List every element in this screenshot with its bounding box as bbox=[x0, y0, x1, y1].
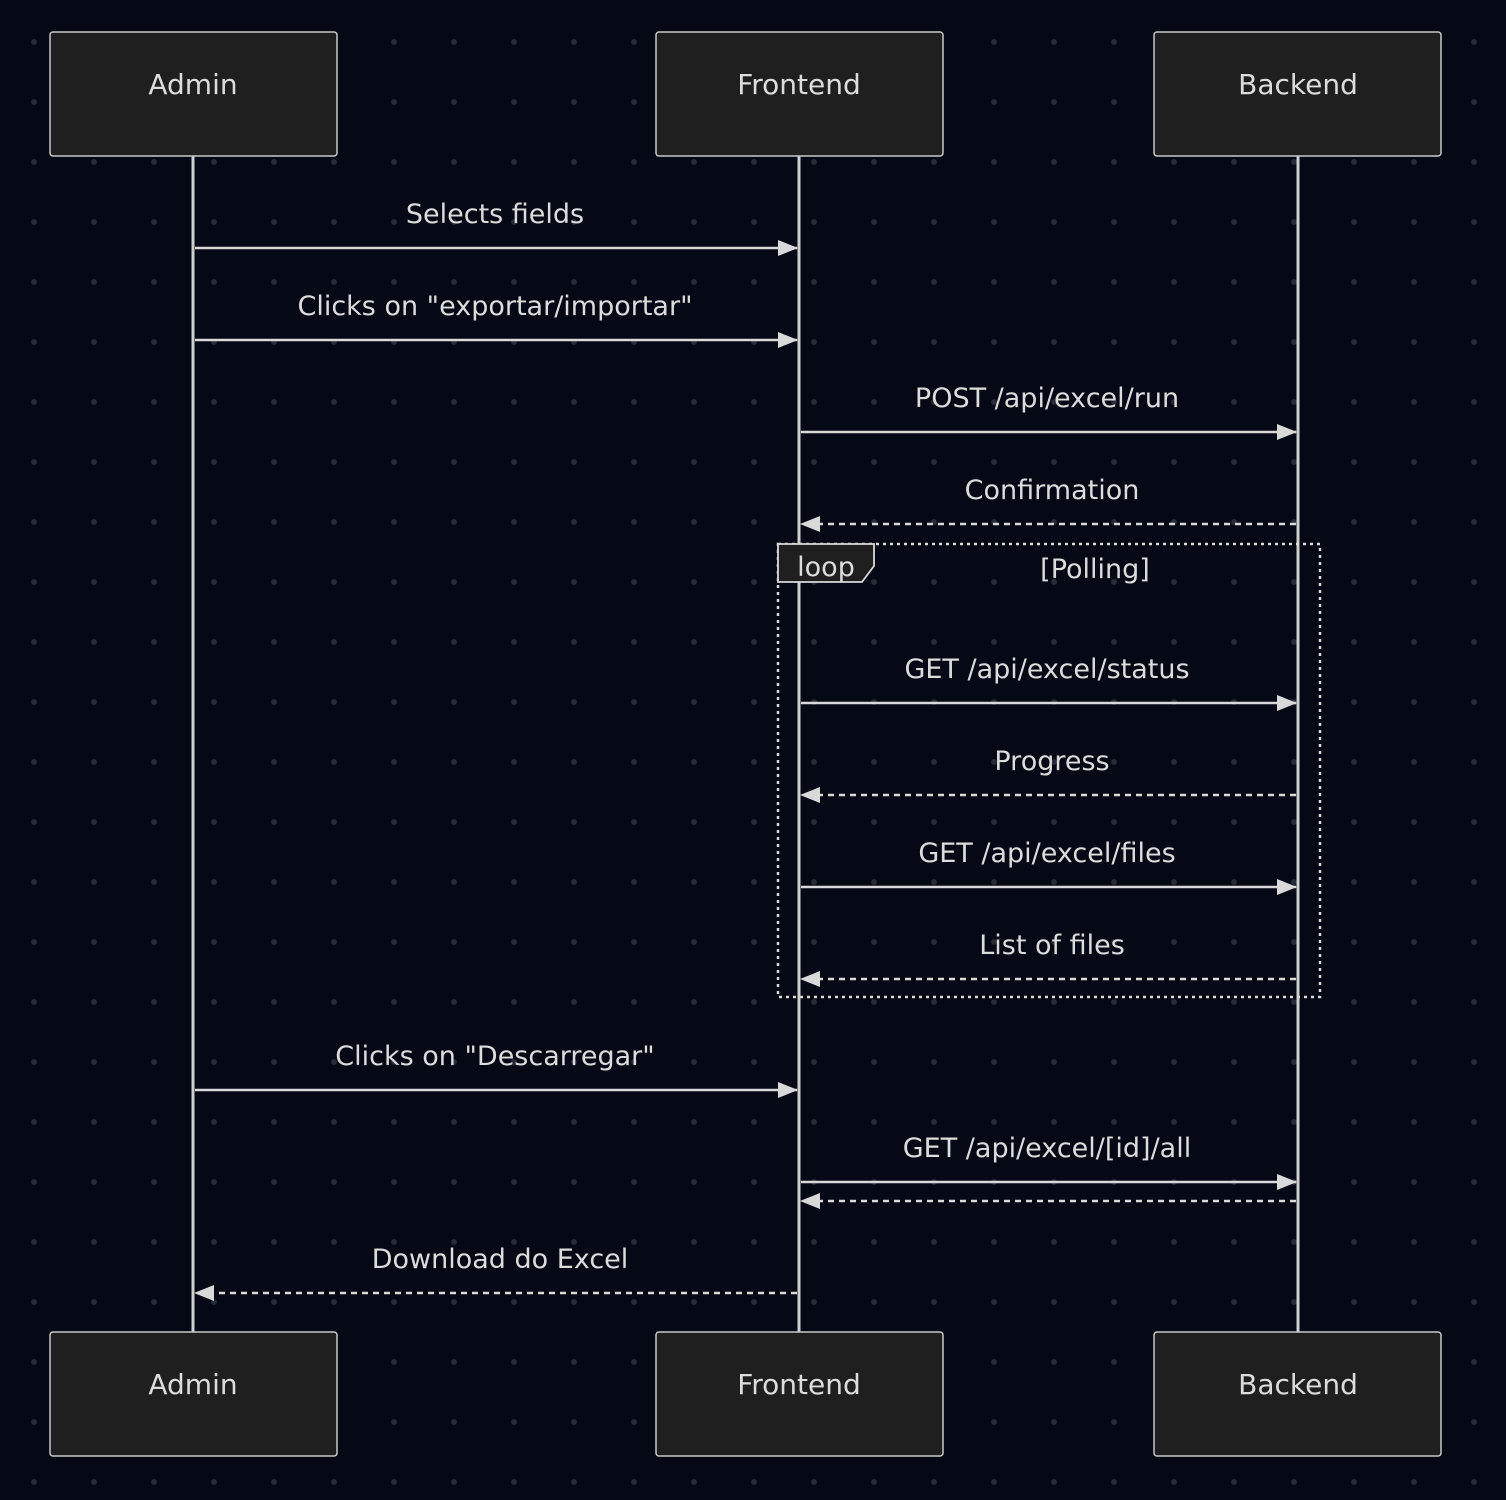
message: Clicks on "Descarregar" bbox=[195, 1041, 798, 1098]
message-label: List of files bbox=[979, 930, 1125, 961]
message-label: GET /api/excel/files bbox=[918, 838, 1175, 869]
actor-frontend-top: Frontend bbox=[655, 31, 944, 157]
actor-label: Backend bbox=[1238, 1368, 1358, 1401]
message: GET /api/excel/status bbox=[801, 654, 1297, 711]
message: GET /api/excel/files bbox=[801, 838, 1297, 895]
message-label: Selects fields bbox=[406, 199, 584, 230]
message: Confirmation bbox=[800, 475, 1296, 532]
actor-admin-top: Admin bbox=[49, 31, 338, 157]
message: Selects fields bbox=[195, 199, 798, 256]
actor-backend-bottom: Backend bbox=[1153, 1331, 1442, 1457]
message-label: GET /api/excel/status bbox=[904, 654, 1189, 685]
actor-label: Admin bbox=[148, 1368, 237, 1401]
message: GET /api/excel/[id]/all bbox=[801, 1133, 1297, 1190]
actor-frontend-bottom: Frontend bbox=[655, 1331, 944, 1457]
message: Download do Excel bbox=[194, 1244, 797, 1301]
message-label: Clicks on "Descarregar" bbox=[335, 1041, 654, 1072]
loop-tab bbox=[777, 543, 875, 583]
actor-label: Admin bbox=[148, 68, 237, 101]
message-label: POST /api/excel/run bbox=[915, 383, 1179, 414]
message-label: Progress bbox=[994, 746, 1109, 777]
message: Progress bbox=[800, 746, 1296, 803]
message-label: Download do Excel bbox=[372, 1244, 629, 1275]
actor-label: Backend bbox=[1238, 68, 1358, 101]
actor-admin-bottom: Admin bbox=[49, 1331, 338, 1457]
loop-keyword: loop bbox=[797, 552, 855, 583]
message-label: GET /api/excel/[id]/all bbox=[903, 1133, 1191, 1164]
loop-condition: [Polling] bbox=[1040, 554, 1150, 585]
actor-backend-top: Backend bbox=[1153, 31, 1442, 157]
message: POST /api/excel/run bbox=[801, 383, 1297, 440]
message-label: Confirmation bbox=[965, 475, 1140, 506]
message: List of files bbox=[800, 930, 1296, 987]
actor-label: Frontend bbox=[737, 1368, 861, 1401]
message-label: Clicks on "exportar/importar" bbox=[297, 291, 692, 322]
actor-label: Frontend bbox=[737, 68, 861, 101]
loop-frame: loop [Polling] bbox=[776, 542, 1322, 999]
message: Clicks on "exportar/importar" bbox=[195, 291, 798, 348]
